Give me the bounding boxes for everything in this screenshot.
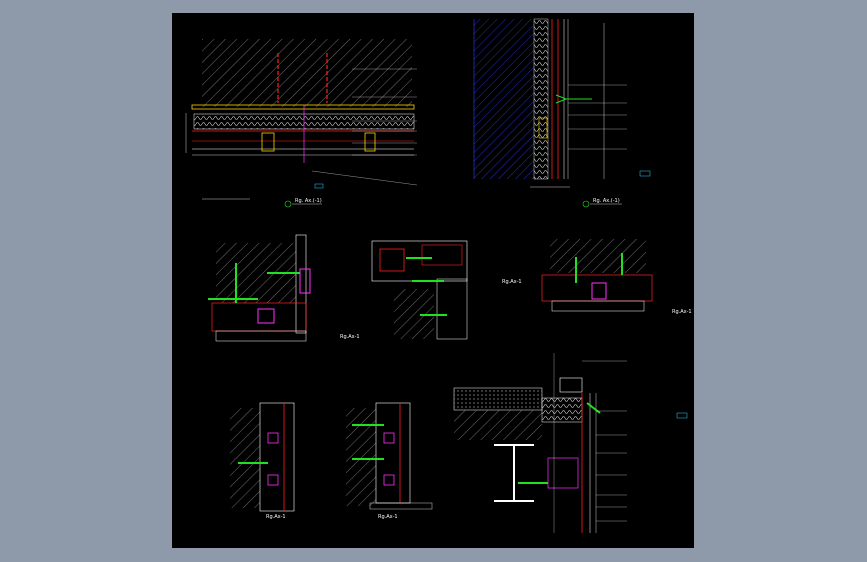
view-5-caption: Rg.Ax-1 [672,309,692,315]
cad-drawing: Rg. Ax.(-1) Rg. Ax.(-1) Rg. [185,18,692,533]
detail-slab-beam [453,353,688,533]
detail-view-2: Rg. Ax.(-1) [473,18,651,208]
detail-view-4: Rg.Ax-1 [371,240,522,340]
concrete-hatch [202,39,412,107]
view-7-caption: Rg.Ax-1 [378,514,398,520]
view-3-caption: Rg.Ax-1 [340,334,360,340]
detail-view-3: Rg.Ax-1 [208,234,360,342]
detail-view-7: Rg.Ax-1 [346,402,433,520]
detail-view-1: Rg. Ax.(-1) [185,39,418,208]
detail-view-6: Rg.Ax-1 [230,402,295,520]
view-2-caption: Rg. Ax.(-1) [593,198,620,204]
detail-view-5: Rg.Ax-1 [541,239,692,315]
view-1-caption: Rg. Ax.(-1) [295,198,322,204]
blue-hatch [474,19,534,179]
drawing-sheet: Rg. Ax.(-1) Rg. Ax.(-1) Rg. [172,13,694,548]
view-6-caption: Rg.Ax-1 [266,514,286,520]
view-4-caption: Rg.Ax-1 [502,279,522,285]
